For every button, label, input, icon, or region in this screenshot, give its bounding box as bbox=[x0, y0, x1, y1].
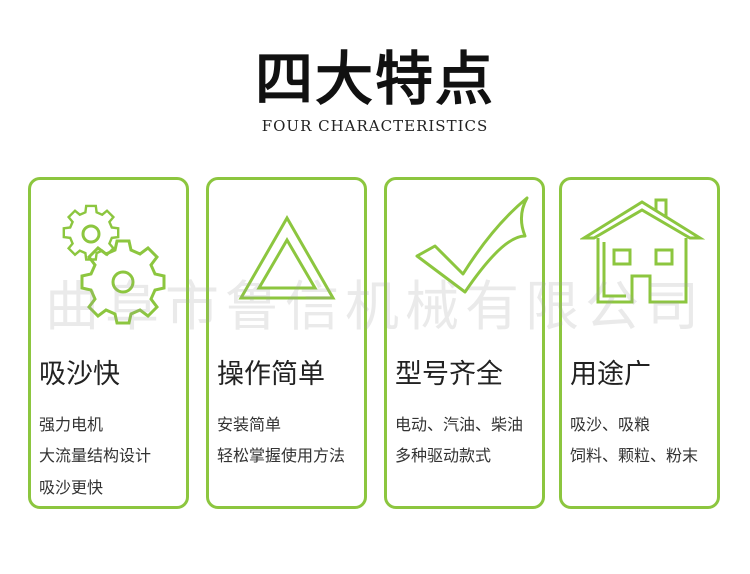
card-feature: 电动、汽油、柴油 bbox=[395, 415, 524, 434]
card-feature: 强力电机 bbox=[39, 415, 104, 434]
feature-card-full-range: 型号齐全 电动、汽油、柴油 多种驱动款式 bbox=[384, 177, 545, 509]
page-title: 四大特点 bbox=[254, 45, 495, 113]
card-feature: 安装简单 bbox=[217, 415, 282, 434]
feature-card-easy-operation: 操作简单 安装简单 轻松掌握使用方法 bbox=[206, 177, 367, 509]
card-feature: 大流量结构设计 bbox=[39, 446, 152, 465]
card-feature: 轻松掌握使用方法 bbox=[217, 446, 346, 465]
card-feature: 饲料、颗粒、粉末 bbox=[570, 446, 699, 465]
house-icon bbox=[562, 180, 717, 330]
card-feature: 吸沙、吸粮 bbox=[570, 415, 651, 434]
feature-card-fast-suction: 吸沙快 强力电机 大流量结构设计 吸沙更快 bbox=[28, 177, 189, 509]
card-feature: 多种驱动款式 bbox=[395, 446, 492, 465]
gears-icon bbox=[31, 180, 186, 330]
feature-card-wide-usage: 用途广 吸沙、吸粮 饲料、颗粒、粉末 bbox=[559, 177, 720, 509]
page-subtitle: FOUR CHARACTERISTICS bbox=[261, 117, 489, 135]
card-feature: 吸沙更快 bbox=[39, 478, 104, 497]
card-title: 型号齐全 bbox=[395, 359, 503, 390]
triangle-icon bbox=[209, 180, 364, 330]
card-title: 操作简单 bbox=[217, 359, 325, 390]
checkmark-icon bbox=[387, 180, 542, 330]
card-title: 吸沙快 bbox=[39, 359, 120, 390]
card-title: 用途广 bbox=[570, 359, 651, 390]
